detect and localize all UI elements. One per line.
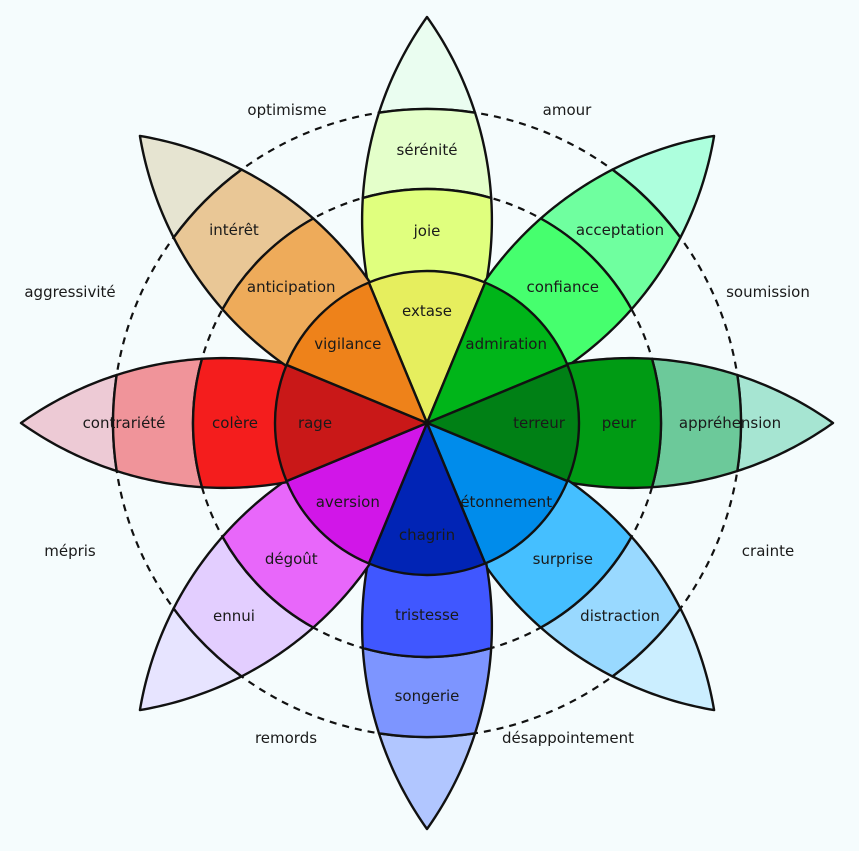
emotion-label: anticipation [247,278,336,296]
band-inner [425,421,569,565]
emotion-label: contrariété [83,414,166,432]
emotion-label: surprise [533,550,593,568]
emotion-label: rage [298,414,332,432]
emotion-label: extase [402,302,452,320]
band-inner [285,421,429,565]
emotion-label: aversion [316,493,380,511]
dyad-label: optimisme [247,101,326,119]
petal [138,134,374,370]
dyad-label: crainte [742,542,794,560]
emotion-label: admiration [465,335,547,353]
emotion-label: tristesse [395,606,459,624]
dyad-label: mépris [44,542,96,560]
petal [561,356,835,490]
band-inner [425,363,581,483]
emotion-label: peur [602,414,637,432]
dyad-label: désappointement [502,729,634,747]
petal-tip [611,134,716,239]
band-inner [425,281,569,425]
dyad-label: amour [543,101,592,119]
emotion-label: intérêt [209,221,259,239]
emotion-label: joie [413,222,441,240]
band-inner [285,281,429,425]
emotion-label: confiance [526,278,599,296]
emotion-label: vigilance [314,335,381,353]
emotion-label: dégoût [265,550,318,568]
emotion-label: songerie [395,687,460,705]
petal [138,476,374,712]
band-inner [367,421,487,577]
petal [480,134,716,370]
emotion-label: terreur [513,414,566,432]
petal-tip [611,607,716,712]
petal [360,15,494,289]
emotion-label: appréhension [679,414,781,432]
petal [360,557,494,831]
emotion-label: acceptation [576,221,664,239]
petal-tip [377,15,477,114]
petal-tip [138,134,243,239]
petal-tip [377,732,477,831]
petal-tip [736,373,835,473]
emotion-label: distraction [580,607,660,625]
emotion-label: étonnement [460,493,552,511]
emotion-label: ennui [213,607,255,625]
dyad-label: soumission [726,283,810,301]
band-inner [273,363,429,483]
dyad-label: remords [255,729,317,747]
emotion-label: sérénité [397,141,458,159]
emotion-label: colère [212,414,258,432]
petal-tip [19,373,118,473]
band-inner [367,269,487,425]
petal [480,476,716,712]
dyad-label: aggressivité [24,283,115,301]
emotion-label: chagrin [399,526,455,544]
petal-tip [138,607,243,712]
